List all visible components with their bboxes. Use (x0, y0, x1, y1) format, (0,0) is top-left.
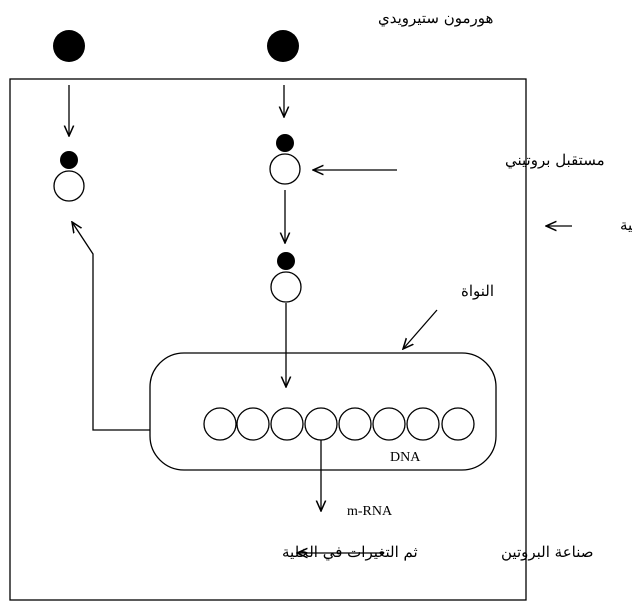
arrow-nucleus-pointer (403, 309, 438, 349)
dna-strand (203, 407, 475, 441)
receptor-label: مستقبل بروتيني (505, 151, 605, 169)
dna-bead (338, 407, 372, 441)
cell-label: الخلية (620, 216, 632, 234)
receptor-circle-left (53, 170, 85, 202)
dna-bead (304, 407, 338, 441)
cell-changes-label: ثم التغيرات في الخلية (282, 543, 418, 561)
dna-bead (441, 407, 475, 441)
hormone-label: هورمون ستيرويدي (378, 9, 493, 27)
mrna-label: m-RNA (347, 504, 393, 519)
hormone-molecule-right (267, 30, 299, 62)
dna-bead (236, 407, 270, 441)
protein-synthesis-label: صناعة البروتين (501, 543, 594, 561)
hormone-bound-left (60, 151, 78, 169)
dna-label: DNA (390, 450, 421, 465)
dna-bead (203, 407, 237, 441)
nucleus (149, 352, 497, 471)
dna-bead (406, 407, 440, 441)
dna-bead (372, 407, 406, 441)
dna-bead (270, 407, 304, 441)
hormone-molecule-left (53, 30, 85, 62)
hormone-bound-right-2 (277, 252, 295, 270)
receptor-circle-right-2 (270, 271, 302, 303)
cell-boundary (9, 78, 527, 601)
arrow-return-path (72, 222, 150, 431)
nucleus-label: النواة (461, 282, 494, 300)
receptor-circle-right-1 (269, 153, 301, 185)
hormone-bound-right-1 (276, 134, 294, 152)
